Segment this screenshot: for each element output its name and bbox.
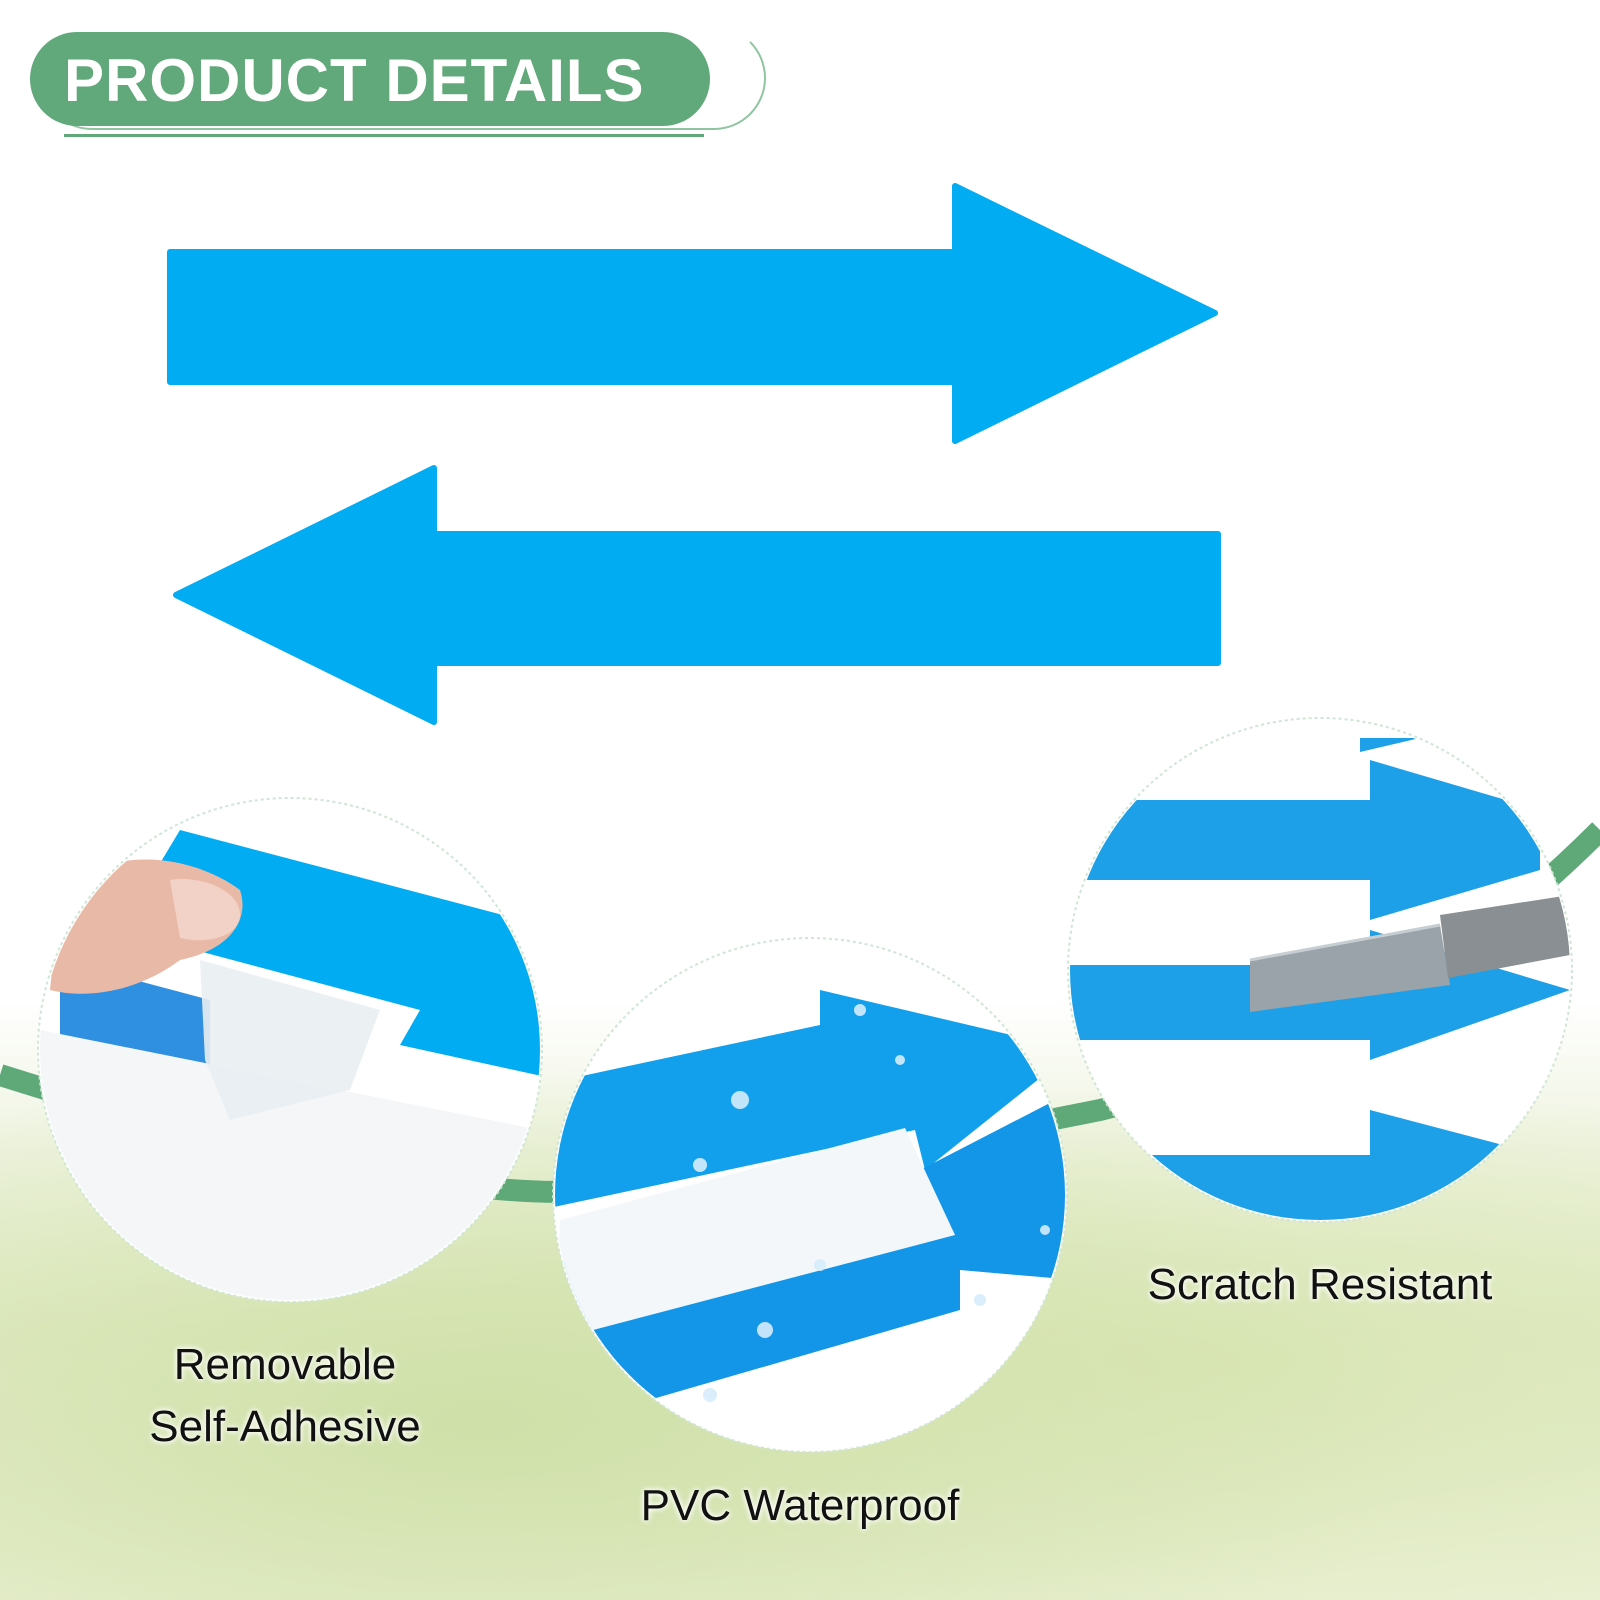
badge-outline <box>40 26 766 130</box>
waterproof-detail-image <box>552 937 1068 1453</box>
badge-pill <box>30 32 710 126</box>
left-arrow-icon <box>173 465 1221 725</box>
scratch-resistant-detail-image <box>1067 717 1573 1223</box>
header-badge: PRODUCT DETAILS <box>30 26 766 137</box>
feature-caption-line: Removable <box>173 1340 397 1389</box>
feature-caption-scratch: Scratch Resistant <box>1100 1254 1540 1316</box>
page-title: PRODUCT DETAILS <box>64 47 645 114</box>
feature-caption-line: Scratch Resistant <box>1147 1260 1493 1309</box>
badge-underline <box>64 134 704 137</box>
right-arrow-icon <box>167 183 1218 444</box>
feature-caption-line: PVC Waterproof <box>640 1481 960 1530</box>
feature-caption-line: Self-Adhesive <box>149 1402 421 1451</box>
feature-caption-waterproof: PVC Waterproof <box>560 1475 1040 1537</box>
feature-caption-removable: Removable Self-Adhesive <box>95 1334 475 1458</box>
removable-detail-image <box>37 797 543 1303</box>
